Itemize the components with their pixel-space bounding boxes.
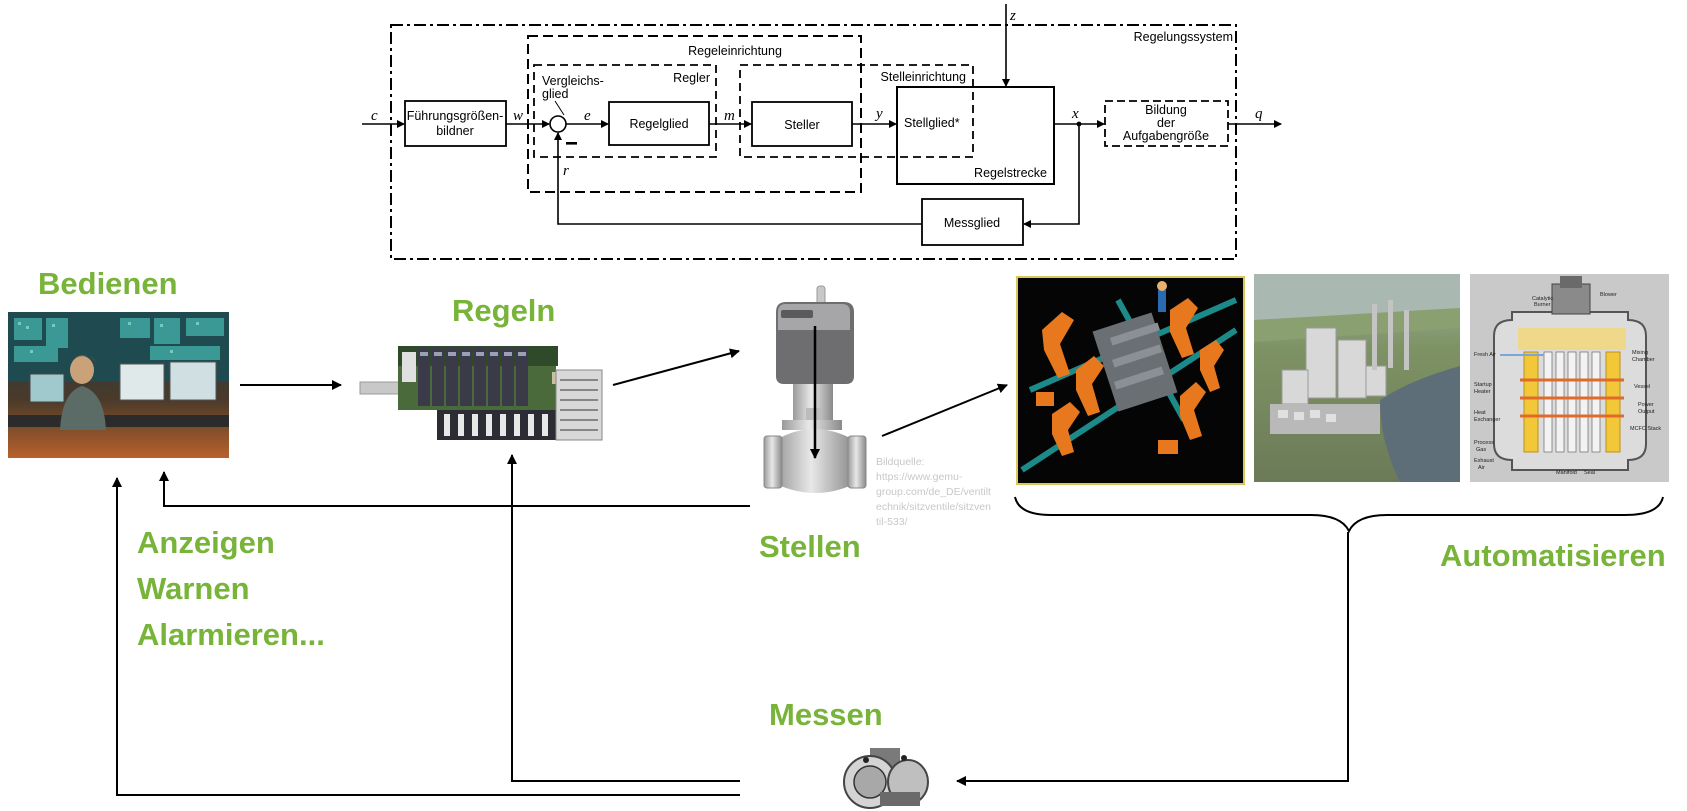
messglied-box [921, 198, 1024, 246]
plc-controller-photo [359, 346, 603, 441]
fc-exhaust-1: Exhaust [1474, 458, 1494, 464]
arrow-control-to-actuate [612, 348, 740, 386]
arrow-measure-to-control [507, 454, 740, 782]
signal-e: e [584, 108, 591, 124]
image-credit-1: Bildquelle: [876, 456, 924, 468]
fc-mixing-1: Mixing [1632, 350, 1648, 356]
arrow-measure-to-operate [112, 477, 740, 796]
minus-sign [566, 142, 577, 145]
signal-x: x [1071, 106, 1079, 122]
fc-burner-1: Catalytic [1532, 296, 1553, 302]
label-stellen: Stellen [759, 529, 861, 564]
aufgabengroesse-label-3: Aufgabengröße [1123, 129, 1209, 143]
fc-heat-1: Heat [1474, 410, 1486, 416]
flow-arrows [112, 348, 1349, 796]
stellglied-label: Stellglied* [904, 116, 960, 130]
image-credit-2: https://www.gemu- [876, 471, 963, 483]
aufgabengroesse-box [1104, 100, 1229, 147]
image-credit-5: til-533/ [876, 516, 908, 528]
fc-startup-2: Heater [1474, 389, 1491, 395]
vergleichsglied-label-2: glied [542, 87, 568, 101]
signal-c: c [371, 108, 378, 124]
label-regeln: Regeln [452, 293, 555, 328]
regeleinrichtung-label: Regeleinrichtung [688, 44, 782, 58]
aufgabengroesse-label-1: Bildung [1145, 103, 1187, 117]
regelstrecke-label: Regelstrecke [974, 166, 1047, 180]
label-anzeigen: Anzeigen [137, 525, 275, 560]
signal-y: y [874, 106, 883, 122]
globe-valve-photo [763, 285, 867, 493]
fc-blower: Blower [1600, 292, 1617, 298]
label-bedienen: Bedienen [38, 266, 178, 301]
power-plant-aerial-photo [1254, 274, 1460, 482]
regelstrecke-box [896, 86, 1055, 185]
automation-brace [1014, 496, 1664, 534]
aufgabengroesse-label-2: der [1157, 116, 1175, 130]
fc-power-1: Power [1638, 402, 1654, 408]
signal-w: w [513, 108, 523, 124]
vergleichsglied-circle [549, 115, 567, 133]
label-automatisieren: Automatisieren [1440, 538, 1666, 573]
arrow-automate-to-measure [956, 532, 1349, 786]
fuel-cell-schematic-photo: Catalytic Burner Blower Fresh Air Mixing… [1470, 274, 1669, 482]
label-messen: Messen [769, 697, 883, 732]
regeleinrichtung-boundary [527, 35, 862, 193]
fc-startup-1: Startup [1474, 382, 1492, 388]
fuehrungsgroessenbildner-box [404, 100, 507, 147]
steller-label: Steller [784, 118, 819, 132]
pressure-transmitter-photo [843, 748, 929, 809]
regler-label: Regler [673, 71, 710, 85]
fc-stack: MCFC Stack [1630, 426, 1661, 432]
signal-z: z [1009, 8, 1016, 24]
signal-m: m [724, 108, 735, 124]
label-alarmieren: Alarmieren... [137, 617, 325, 652]
stelleinrichtung-label: Stelleinrichtung [881, 70, 967, 84]
fc-fresh-air: Fresh Air [1474, 352, 1496, 358]
fuehrungsgroessenbildner-label-1: Führungsgrößen- [407, 109, 504, 123]
fc-exhaust-2: Air [1478, 465, 1485, 471]
fc-power-2: Output [1638, 409, 1655, 415]
image-credit-4: echnik/sitzventile/sitzven [876, 501, 991, 513]
fuehrungsgroessenbildner-label-2: bildner [436, 124, 474, 138]
arrow-actuate-to-automate [881, 383, 1008, 437]
label-warnen: Warnen [137, 571, 250, 606]
stelleinrichtung-boundary [739, 64, 974, 158]
fc-burner-2: Burner [1534, 302, 1551, 308]
arrow-actuate-to-operate [159, 471, 750, 507]
fc-process-2: Gas [1476, 447, 1486, 453]
fc-vessel: Vessel [1634, 384, 1650, 390]
control-room-photo [8, 312, 229, 458]
regelungssystem-boundary [390, 24, 1237, 260]
vergleichsglied-label-1: Vergleichs- [542, 74, 604, 88]
fc-mixing-2: Chamber [1632, 357, 1655, 363]
regelungssystem-label: Regelungssystem [1134, 30, 1233, 44]
fc-manifold: Manifold [1556, 470, 1577, 476]
fc-heat-2: Exchanger [1474, 417, 1500, 423]
messglied-label: Messglied [944, 216, 1000, 230]
fc-process-1: Process [1474, 440, 1494, 446]
signal-q: q [1255, 106, 1263, 122]
control-loop-block-diagram: Regelungssystem Regeleinrichtung Regler … [362, 4, 1282, 260]
regler-boundary [533, 64, 717, 158]
signal-r: r [563, 163, 569, 179]
fc-seal: Seal [1584, 470, 1595, 476]
robot-production-line-photo [1016, 276, 1245, 485]
image-credit-3: group.com/de_DE/ventilt [876, 486, 991, 498]
steller-box [751, 101, 853, 147]
regelglied-label: Regelglied [629, 117, 688, 131]
